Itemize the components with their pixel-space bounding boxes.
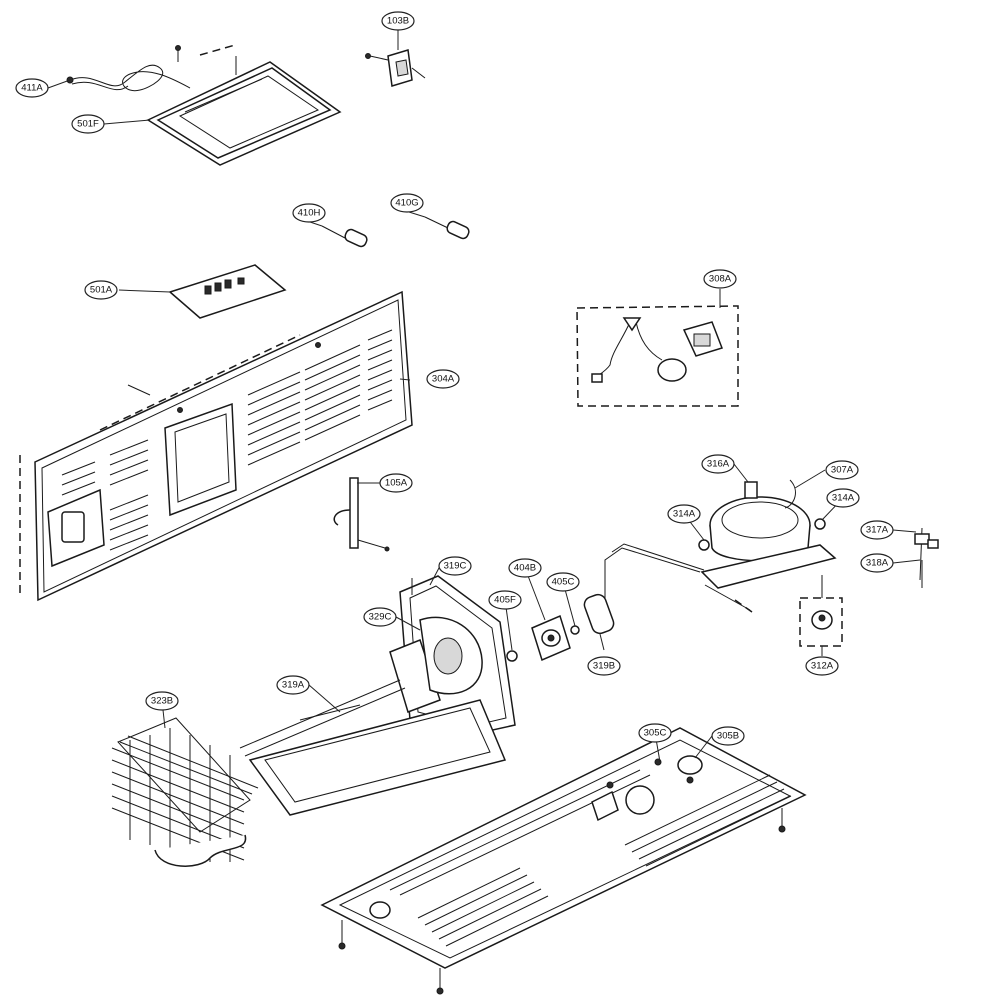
callout-label: 319A [282, 680, 305, 691]
grommet-part-right [814, 518, 826, 530]
callout-314a-left: 314A [667, 504, 701, 524]
callout-label: 304A [432, 374, 455, 385]
callout-319a: 319A [276, 675, 310, 695]
relay-kit-part [576, 305, 739, 407]
callout-404b: 404B [508, 558, 542, 578]
callout-501f: 501F [71, 114, 105, 134]
tube-part-105a [333, 477, 390, 552]
callout-label: 329C [369, 612, 392, 623]
evaporator-base-part [239, 679, 507, 816]
callout-317a: 317A [860, 520, 894, 540]
valve-part [914, 527, 939, 588]
callout-410g: 410G [390, 193, 424, 213]
callout-501a: 501A [84, 280, 118, 300]
callout-label: 319C [444, 561, 467, 572]
condenser-coil-part [111, 717, 259, 867]
washer-part-405c [570, 625, 580, 635]
top-cover-part [146, 44, 342, 166]
callout-label: 404B [514, 563, 536, 574]
callout-405f: 405F [488, 590, 522, 610]
callout-label: 312A [811, 661, 834, 672]
refrigerant-tube-part [604, 543, 705, 605]
callout-label: 405C [552, 577, 575, 588]
bracket-part [365, 49, 426, 87]
callout-411a: 411A [15, 78, 49, 98]
callout-316a: 316A [701, 454, 735, 474]
callout-label: 103B [387, 16, 409, 27]
rear-panel-part [19, 290, 413, 602]
lamp-part-410g [424, 216, 470, 240]
callout-label: 501A [90, 285, 113, 296]
callout-304a: 304A [426, 369, 460, 389]
callout-329c: 329C [363, 607, 397, 627]
callout-307a: 307A [825, 460, 859, 480]
control-board-part [168, 264, 287, 319]
motor-part-404b [531, 614, 571, 662]
callout-label: 318A [866, 558, 889, 569]
grommet-part-left [698, 539, 710, 551]
callout-label: 501F [77, 119, 99, 130]
power-cord-part [66, 64, 191, 92]
callout-label: 405F [494, 595, 516, 606]
callout-103b: 103B [381, 11, 415, 31]
callout-label: 308A [709, 274, 732, 285]
callout-label: 105A [385, 478, 408, 489]
callout-308a: 308A [703, 269, 737, 289]
overload-part [799, 575, 843, 647]
callout-318a: 318A [860, 553, 894, 573]
callout-label: 307A [831, 465, 854, 476]
callout-label: 314A [673, 509, 696, 520]
dryer-part [583, 593, 615, 635]
callout-105a: 105A [379, 473, 413, 493]
callout-label: 305C [644, 728, 667, 739]
callout-312a: 312A [805, 656, 839, 676]
callout-410h: 410H [292, 203, 326, 223]
callout-label: 314A [832, 493, 855, 504]
callout-label: 411A [21, 83, 43, 94]
compressor-part [700, 479, 837, 613]
callout-label: 305B [717, 731, 739, 742]
lamp-part-410h [321, 225, 368, 248]
callout-319c: 319C [438, 556, 472, 576]
callout-label: 323B [151, 696, 173, 707]
callout-label: 410H [298, 208, 321, 219]
callout-405c: 405C [546, 572, 580, 592]
callout-305c: 305C [638, 723, 672, 743]
washer-part-405f [506, 650, 518, 662]
fan-frame-part [389, 575, 516, 736]
callout-label: 316A [707, 459, 730, 470]
screw-part [175, 45, 181, 62]
callout-label: 410G [395, 198, 418, 209]
base-plate-part [320, 727, 807, 995]
callout-314a-right: 314A [826, 488, 860, 508]
callout-323b: 323B [145, 691, 179, 711]
callout-305b: 305B [711, 726, 745, 746]
callout-319b: 319B [587, 656, 621, 676]
callout-label: 317A [866, 525, 889, 536]
callout-label: 319B [593, 661, 615, 672]
